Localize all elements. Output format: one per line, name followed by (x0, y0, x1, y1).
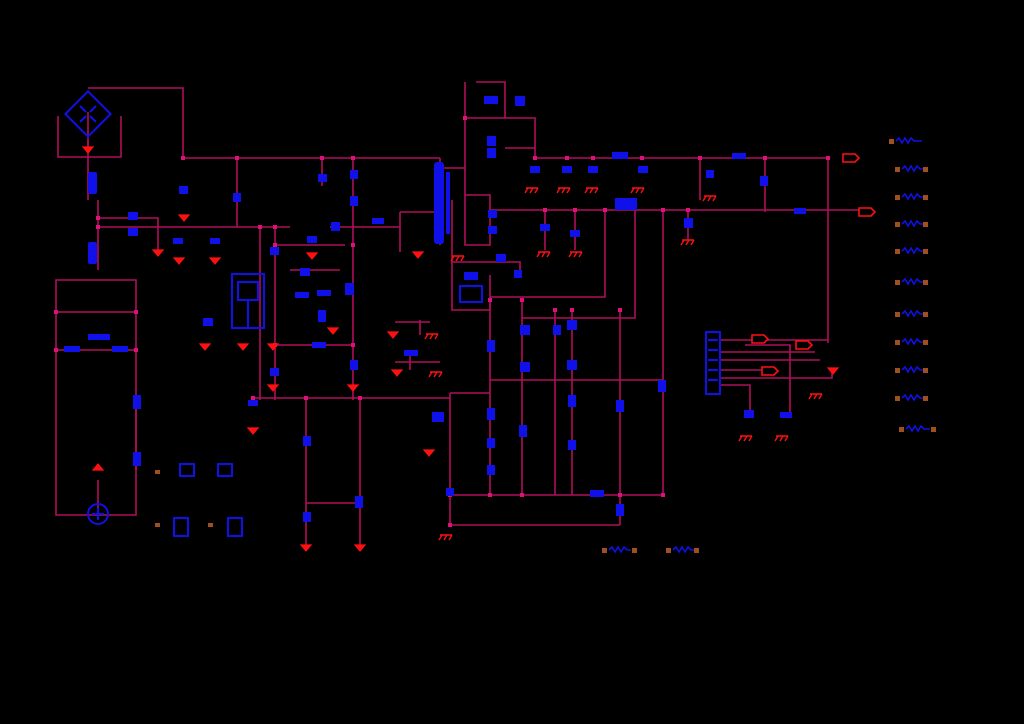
junctions (54, 116, 830, 527)
parts-legend (155, 136, 936, 554)
optocouplers (173, 285, 483, 537)
wire-net (55, 81, 870, 548)
input-choke (88, 172, 97, 264)
fan-motor (87, 503, 109, 525)
flyback-transformer (434, 162, 450, 244)
chassis-ground-icon (424, 187, 823, 541)
ground-symbol-icon (81, 146, 840, 552)
output-port-icon (751, 153, 877, 376)
bridge-rectifier (63, 89, 113, 139)
pwm-controller-ic (231, 273, 265, 329)
passive-components (64, 96, 806, 522)
output-connector (705, 331, 721, 395)
